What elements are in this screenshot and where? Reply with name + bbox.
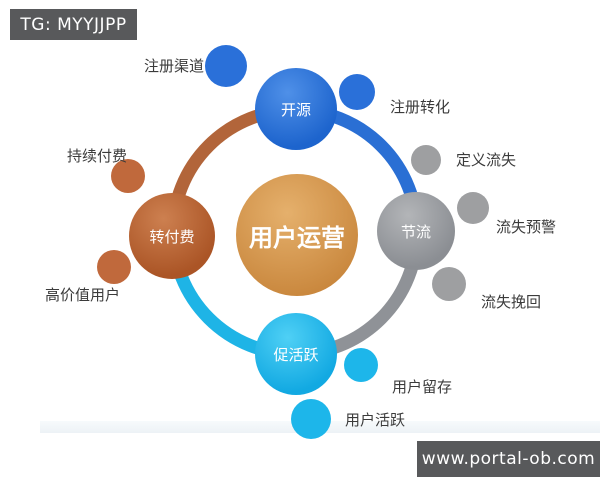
telegram-watermark: TG: MYYJJPP [10,9,137,40]
website-watermark: www.portal-ob.com [417,441,600,477]
node-promote-activity-label: 促活跃 [273,345,319,364]
center-node-label: 用户运营 [249,223,345,252]
dot-user-activity [291,399,331,439]
node-promote-activity: 促活跃 [255,313,337,395]
label-churn-recovery: 流失挽回 [481,293,542,311]
dot-define-churn [411,145,441,175]
node-throttle-label: 节流 [400,222,431,241]
node-open-source-label: 开源 [280,100,311,119]
dot-churn-warning [457,192,489,224]
label-user-retention: 用户留存 [392,378,453,396]
label-registration-conversion: 注册转化 [390,98,451,116]
dot-high-value-user [97,250,131,284]
dot-churn-recovery [432,267,466,301]
label-registration-channel: 注册渠道 [143,57,204,75]
node-open-source: 开源 [255,68,337,150]
center-node-user-operations: 用户运营 [236,174,358,296]
dot-user-retention [344,348,378,382]
label-user-activity: 用户活跃 [345,411,406,429]
dot-registration-channel [205,45,247,87]
dot-registration-conversion [339,74,375,110]
node-throttle: 节流 [377,192,455,270]
label-churn-warning: 流失预警 [496,218,557,236]
label-continuous-payment: 持续付费 [67,147,128,165]
node-convert-to-paid-label: 转付费 [149,227,195,246]
dot-continuous-payment [111,159,145,193]
label-high-value-user: 高价值用户 [45,286,121,304]
label-define-churn: 定义流失 [456,151,517,169]
node-convert-to-paid: 转付费 [129,193,215,279]
